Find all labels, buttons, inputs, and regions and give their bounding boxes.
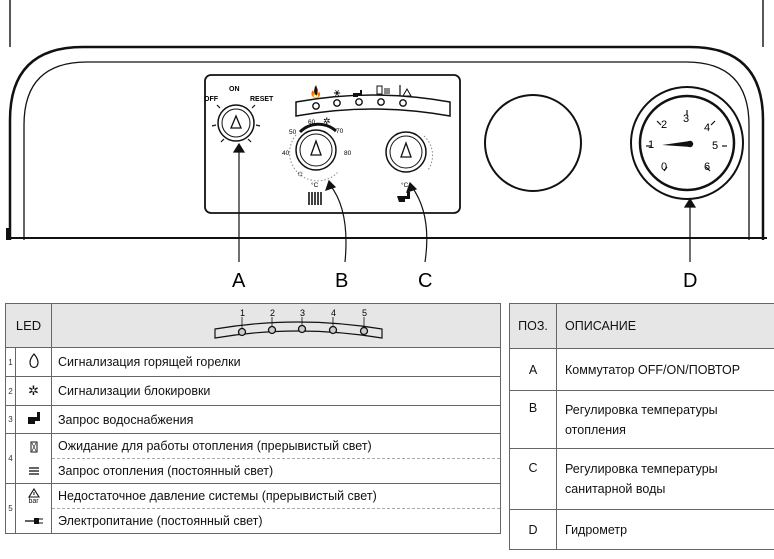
led-number-4: 4 [331, 308, 336, 318]
heating-scale-60: 60 [308, 119, 316, 126]
pos-description: Регулировка температуры санитарной воды [556, 448, 774, 510]
pos-row-b: B Регулировка температуры отопления [509, 390, 774, 449]
gauge-tick-4: 4 [704, 122, 710, 134]
flame-icon [314, 85, 318, 96]
led-row-text: Электропитание (постоянный свет) [52, 508, 500, 533]
pos-letter: B [509, 390, 557, 449]
led-row-2: 2 ✲ Сигнализации блокировки [5, 376, 501, 406]
led-1 [312, 102, 320, 110]
led-table: LED 1 2 3 4 5 [5, 303, 501, 534]
led-row-1: 1 Сигнализация горящей горелки [5, 347, 501, 377]
led-header-dot-3 [297, 324, 307, 333]
led-row-4: 4 Ожидание для работы отопления (прерыви… [5, 433, 501, 484]
led-header-strip: 1 2 3 4 5 [51, 303, 501, 348]
led-header-label: LED [5, 303, 52, 348]
pos-letter: C [509, 448, 557, 510]
pos-row-c: C Регулировка температуры санитарной вод… [509, 448, 774, 510]
mode-switch-knob[interactable] [211, 104, 261, 143]
bar-label: bar [28, 498, 39, 505]
radiator-icon [16, 459, 51, 483]
led-2 [333, 99, 341, 107]
gauge-tick-5: 5 [712, 140, 718, 152]
switch-label-reset: RESET [250, 96, 274, 103]
flame-icon [15, 347, 52, 377]
position-table: ПОЗ. ОПИСАНИЕ A Коммутатор OFF/ON/ПОВТОР… [509, 303, 774, 550]
led-header-dot-1 [237, 327, 247, 336]
round-cover [484, 94, 582, 192]
led-row-text: Сигнализация горящей горелки [51, 347, 501, 377]
led-5 [399, 99, 407, 107]
pos-description: Регулировка температуры отопления [556, 390, 774, 449]
dhw-unit: °C [401, 181, 409, 189]
led-row-text: Запрос водоснабжения [51, 405, 501, 434]
heating-scale-50: 50 [289, 129, 297, 136]
led-3 [355, 98, 363, 106]
boiler-housing-inner [23, 61, 750, 240]
callout-line-c [411, 186, 428, 263]
tap-icon [397, 192, 410, 202]
hourglass-icon [16, 435, 51, 459]
switch-label-on: ON [229, 86, 240, 93]
gauge-tick-2: 2 [661, 119, 667, 131]
led-row-text: Ожидание для работы отопления (прерывист… [58, 439, 372, 453]
tap-icon [15, 405, 52, 434]
lockout-icon: ⚹ [334, 87, 341, 99]
callout-c: C [418, 270, 432, 292]
tap-icon [353, 90, 362, 97]
callout-b: B [335, 270, 348, 292]
pos-letter: A [509, 348, 557, 391]
boiler-panel-diagram: OFF ON RESET 🔥 ⚹ 40 50 60 70 80 ☼ ✲ °C [6, 0, 767, 292]
pressure-warning-icon [402, 87, 412, 97]
pos-description: Коммутатор OFF/ON/ПОВТОР [556, 348, 774, 391]
led-number-1: 1 [240, 308, 245, 318]
led-4 [377, 98, 385, 106]
callout-line-b [329, 184, 347, 263]
radiator-icon [308, 192, 322, 205]
heating-scale-40: 40 [282, 150, 290, 157]
lockout-icon: ✲ [15, 376, 52, 406]
pos-row-d: D Гидрометр [509, 509, 774, 550]
led-number-2: 2 [270, 308, 275, 318]
power-plug-icon [16, 509, 51, 533]
gauge-tick-1: 1 [648, 139, 654, 151]
pos-row-a: A Коммутатор OFF/ON/ПОВТОР [509, 348, 774, 391]
led-row-text: Недостаточное давление системы (прерывис… [58, 489, 377, 503]
warning-bar-icon: bar [16, 485, 51, 509]
pos-description: Гидрометр [556, 509, 774, 550]
hydrometer-gauge [630, 86, 744, 200]
led-row-text: Запрос отопления (постоянный свет) [52, 458, 500, 483]
dhw-temperature-knob[interactable] [385, 131, 434, 173]
boiler-housing [8, 45, 765, 240]
led-row-number: 2 [5, 376, 16, 406]
led-row-number: 5 [5, 483, 16, 534]
switch-label-off: OFF [204, 96, 219, 103]
heating-scale-80: 80 [344, 150, 352, 157]
heating-unit: °C [311, 181, 319, 189]
heating-temperature-knob[interactable] [289, 122, 339, 182]
led-row-3: 3 Запрос водоснабжения [5, 405, 501, 434]
gauge-tick-3: 3 [683, 113, 689, 125]
gauge-tick-0: 0 [661, 161, 667, 173]
description-header: ОПИСАНИЕ [556, 303, 774, 349]
callout-a: A [232, 270, 246, 292]
led-number-5: 5 [362, 308, 367, 318]
heating-scale-70: 70 [336, 128, 344, 135]
led-row-number: 1 [5, 347, 16, 377]
led-table-header: LED 1 2 3 4 5 [5, 303, 501, 348]
led-header-dot-5 [359, 326, 369, 335]
led-header-dot-4 [328, 325, 338, 334]
pos-header: ПОЗ. [509, 303, 557, 349]
led-number-3: 3 [300, 308, 305, 318]
pos-letter: D [509, 509, 557, 550]
led-header-dot-2 [267, 325, 277, 334]
gauge-tick-6: 6 [704, 161, 710, 173]
led-row-text: Сигнализации блокировки [51, 376, 501, 406]
led-row-5: 5 bar Недостаточное давление системы (пр… [5, 483, 501, 534]
led-row-number: 4 [5, 433, 16, 484]
hourglass-icon [376, 85, 383, 95]
callout-d: D [683, 270, 697, 292]
led-row-number: 3 [5, 405, 16, 434]
snowflake-icon: ✲ [323, 116, 331, 126]
sun-icon: ☼ [296, 168, 304, 178]
